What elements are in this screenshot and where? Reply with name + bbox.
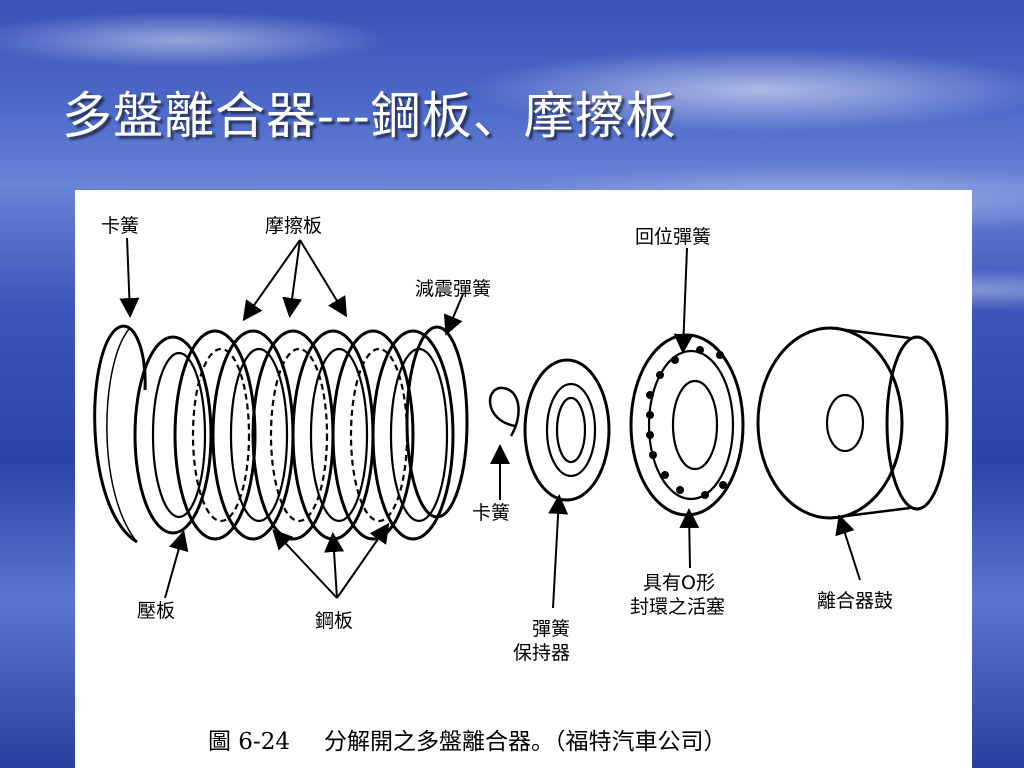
damper-spring — [405, 325, 469, 519]
clutch-drum — [756, 326, 904, 520]
plate-1 — [173, 329, 257, 541]
snap-ring-left — [93, 324, 147, 544]
pressure-plate — [133, 335, 213, 535]
label-snap-ring-small: 卡簧 — [472, 502, 511, 524]
label-spring-retainer-line2: 保持器 — [513, 642, 571, 664]
label-damper-spring: 減震彈簧 — [415, 278, 492, 300]
label-clutch-drum: 離合器鼓 — [817, 590, 894, 612]
label-snap-ring-left: 卡簧 — [101, 215, 140, 237]
slide-title: 多盤離合器---鋼板、摩擦板 — [62, 87, 677, 145]
figure-caption-text: 分解開之多盤離合器。（福特汽車公司） — [323, 729, 727, 755]
label-return-spring: 回位彈簧 — [635, 226, 712, 248]
label-piston-line2: 封環之活塞 — [630, 596, 726, 618]
label-piston-line1: 具有O形 — [643, 572, 715, 594]
label-steel-plates: 鋼板 — [315, 610, 354, 632]
label-spring-retainer-line1: 彈簧 — [532, 618, 571, 640]
spring-retainer — [523, 358, 611, 502]
clutch-diagram: 卡簧 摩擦板 減震彈簧 回位彈簧 卡簧 壓板 鋼板 彈簧 保持器 具有O形 封環… — [75, 190, 972, 768]
clutch-exploded-drawing — [93, 237, 949, 609]
piston — [629, 333, 745, 517]
figure-number: 圖 6-24 — [208, 729, 290, 755]
plate-6 — [371, 329, 455, 541]
snap-ring-small — [488, 386, 520, 437]
label-friction-plates: 摩擦板 — [265, 215, 323, 237]
figure-caption: 圖 6-24 分解開之多盤離合器。（福特汽車公司） — [208, 722, 726, 756]
label-pressure-plate: 壓板 — [137, 600, 176, 622]
